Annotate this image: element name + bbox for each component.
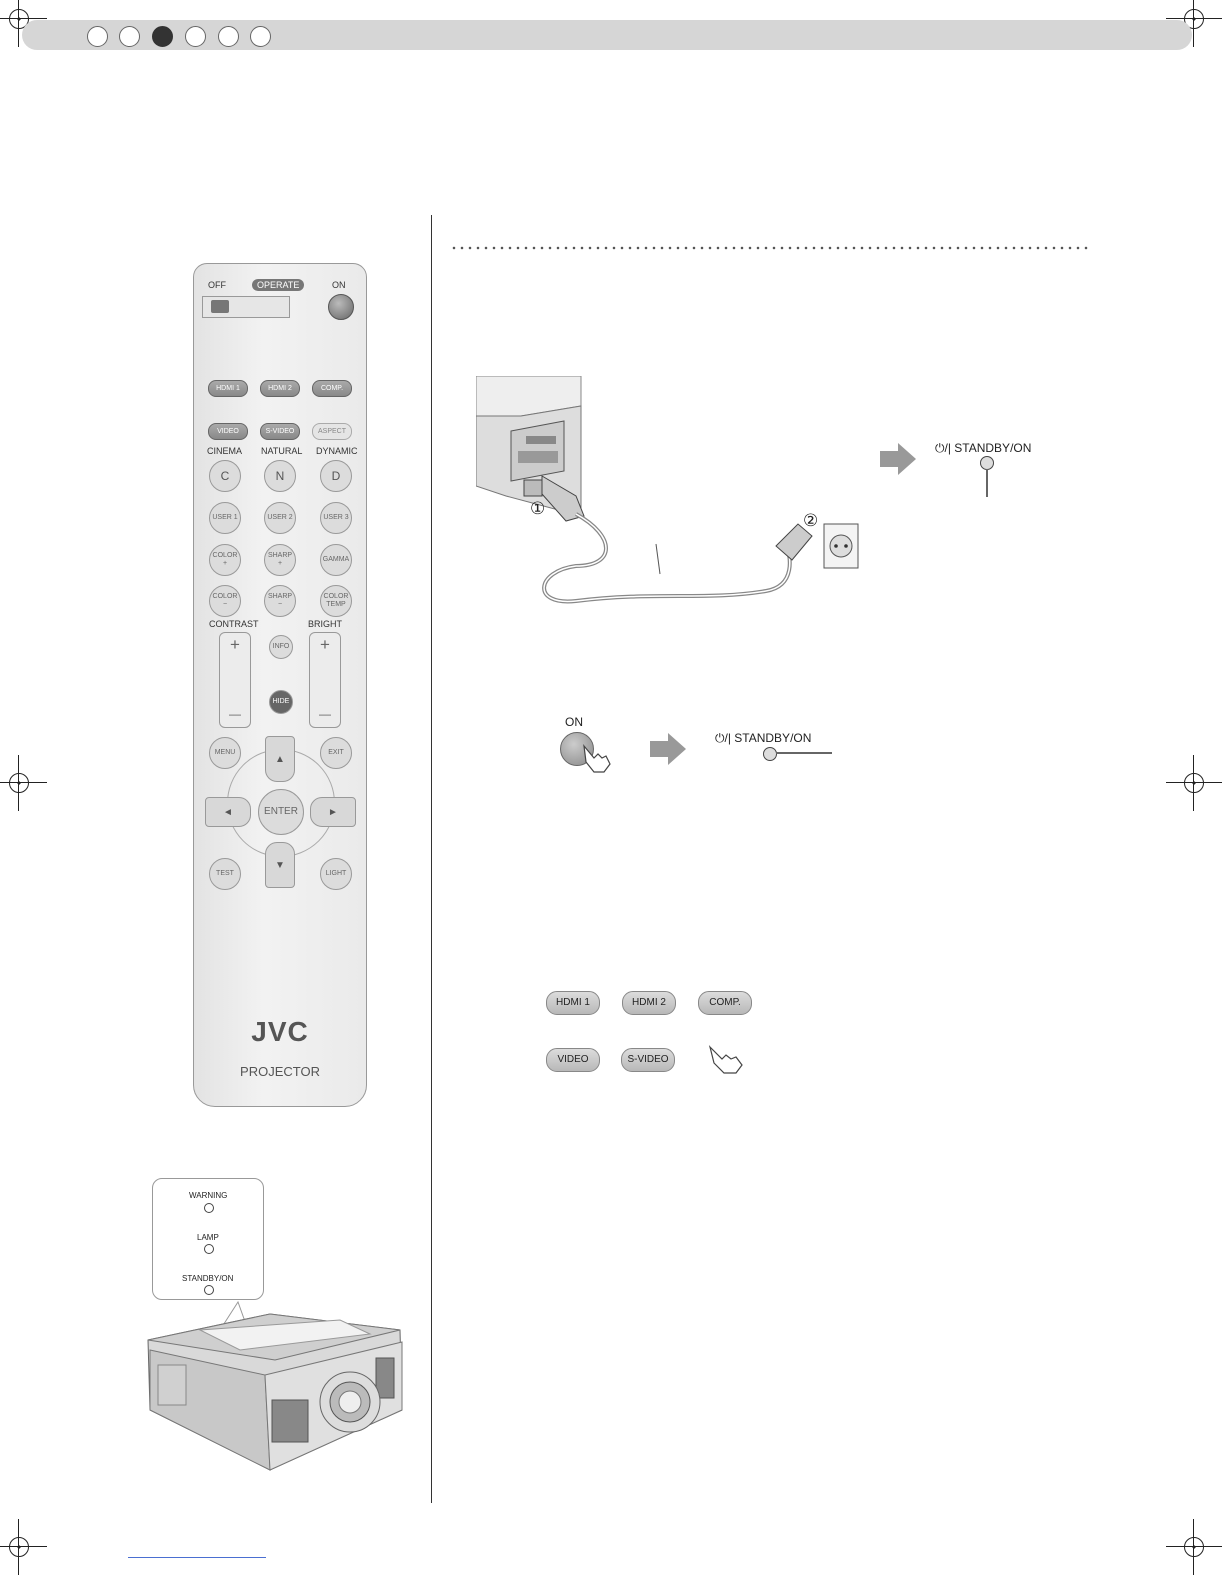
pointing-hand-icon <box>583 744 611 773</box>
contrast-minus-icon: — <box>229 707 241 721</box>
step-indicator-2 <box>119 26 140 47</box>
step-indicator-3-active <box>152 26 173 47</box>
column-divider <box>431 215 432 1503</box>
remote-off-button[interactable] <box>202 296 290 318</box>
remote-dynamic-label: DYNAMIC <box>316 446 358 456</box>
remote-user2-button[interactable]: USER 2 <box>264 502 296 534</box>
standby-indicator <box>204 1285 214 1295</box>
remote-operate-label: OPERATE <box>252 279 305 291</box>
lamp-label: LAMP <box>197 1233 219 1242</box>
step-indicator-6 <box>250 26 271 47</box>
registration-mark-top-right <box>1166 0 1222 47</box>
step-indicator-4 <box>185 26 206 47</box>
remote-user1-button[interactable]: USER 1 <box>209 502 241 534</box>
remote-color-minus-button[interactable]: COLOR − <box>209 585 241 617</box>
remote-natural-button[interactable]: N <box>264 460 296 492</box>
remote-user3-button[interactable]: USER 3 <box>320 502 352 534</box>
indicator-callout: WARNING LAMP STANDBY/ON <box>152 1178 264 1300</box>
registration-mark-top-left <box>0 0 47 47</box>
lamp-indicator <box>204 1244 214 1254</box>
remote-on-label: ON <box>332 280 346 290</box>
remote-brand-logo: JVC <box>251 1016 309 1047</box>
remote-dynamic-button[interactable]: D <box>320 460 352 492</box>
remote-light-button[interactable]: LIGHT <box>320 858 352 890</box>
remote-left-button[interactable]: ◄ <box>205 797 251 827</box>
remote-control: OFF OPERATE ON HDMI 1 HDMI 2 COMP. VIDEO… <box>193 263 367 1107</box>
registration-mark-mid-left <box>0 755 47 811</box>
pointing-hand-icon <box>708 1045 743 1074</box>
standby-label: STANDBY/ON <box>182 1274 234 1283</box>
remote-hdmi2-button[interactable]: HDMI 2 <box>260 380 300 397</box>
remote-info-button[interactable]: INFO <box>269 635 293 659</box>
remote-aspect-button[interactable]: ASPECT <box>312 423 352 440</box>
comp-source-button: COMP. <box>698 991 752 1015</box>
warning-indicator <box>204 1203 214 1213</box>
remote-contrast-label: CONTRAST <box>209 619 259 629</box>
contrast-plus-icon: + <box>230 635 240 654</box>
step1-standby-line <box>986 469 988 497</box>
registration-mark-bottom-right <box>1166 1519 1222 1575</box>
step2-on-label: ON <box>565 715 583 729</box>
remote-model-label: PROJECTOR <box>240 1064 320 1079</box>
step1-standby-led <box>980 456 994 470</box>
remote-off-label: OFF <box>208 280 226 290</box>
remote-hide-button[interactable]: HIDE <box>269 690 293 714</box>
step1-standby-label: ⏻/| STANDBY/ON <box>935 441 1032 455</box>
remote-svideo-button[interactable]: S-VIDEO <box>260 423 300 440</box>
remote-color-temp-button[interactable]: COLOR TEMP <box>320 585 352 617</box>
remote-cinema-button[interactable]: C <box>209 460 241 492</box>
remote-video-button[interactable]: VIDEO <box>208 423 248 440</box>
remote-up-button[interactable]: ▲ <box>265 736 295 782</box>
dotted-separator <box>450 246 1090 250</box>
power-cord-illustration <box>476 376 859 604</box>
registration-mark-bottom-left <box>0 1519 47 1575</box>
step2-standby-line <box>776 752 832 754</box>
step2-standby-label: ⏻/| STANDBY/ON <box>715 731 812 745</box>
bright-plus-icon: + <box>320 635 330 654</box>
remote-off-button-key <box>211 300 229 313</box>
step2-standby-led <box>763 747 777 761</box>
remote-test-button[interactable]: TEST <box>209 858 241 890</box>
remote-bright-label: BRIGHT <box>308 619 343 629</box>
remote-color-plus-button[interactable]: COLOR + <box>209 544 241 576</box>
remote-exit-button[interactable]: EXIT <box>320 737 352 769</box>
remote-right-button[interactable]: ► <box>310 797 356 827</box>
video-source-button: VIDEO <box>546 1048 600 1072</box>
remote-on-button[interactable] <box>328 294 354 320</box>
hdmi2-source-button: HDMI 2 <box>622 991 676 1015</box>
arrow-right-icon <box>880 443 916 475</box>
warning-label: WARNING <box>189 1191 228 1200</box>
step-indicator-5 <box>218 26 239 47</box>
remote-enter-button[interactable]: ENTER <box>258 789 304 835</box>
step1-marker-1: ① <box>530 499 546 518</box>
remote-gamma-button[interactable]: GAMMA <box>320 544 352 576</box>
remote-contrast-rocker[interactable]: + — <box>219 632 251 728</box>
step-indicator-1 <box>87 26 108 47</box>
remote-down-button[interactable]: ▼ <box>265 842 295 888</box>
step1-marker-2: ② <box>803 511 819 530</box>
header-bar <box>22 20 1192 50</box>
remote-comp-button[interactable]: COMP. <box>312 380 352 397</box>
registration-mark-mid-right <box>1166 755 1222 811</box>
remote-menu-button[interactable]: MENU <box>209 737 241 769</box>
projector-illustration <box>147 1300 403 1471</box>
arrow-right-icon <box>650 733 686 765</box>
remote-cinema-label: CINEMA <box>207 446 243 456</box>
remote-natural-label: NATURAL <box>261 446 303 456</box>
svideo-source-button: S-VIDEO <box>621 1048 675 1072</box>
remote-sharp-plus-button[interactable]: SHARP + <box>264 544 296 576</box>
remote-sharp-minus-button[interactable]: SHARP − <box>264 585 296 617</box>
bright-minus-icon: — <box>319 707 331 721</box>
remote-bright-rocker[interactable]: + — <box>309 632 341 728</box>
remote-hdmi1-button[interactable]: HDMI 1 <box>208 380 248 397</box>
hdmi1-source-button: HDMI 1 <box>546 991 600 1015</box>
footer-link-underline <box>128 1557 266 1558</box>
